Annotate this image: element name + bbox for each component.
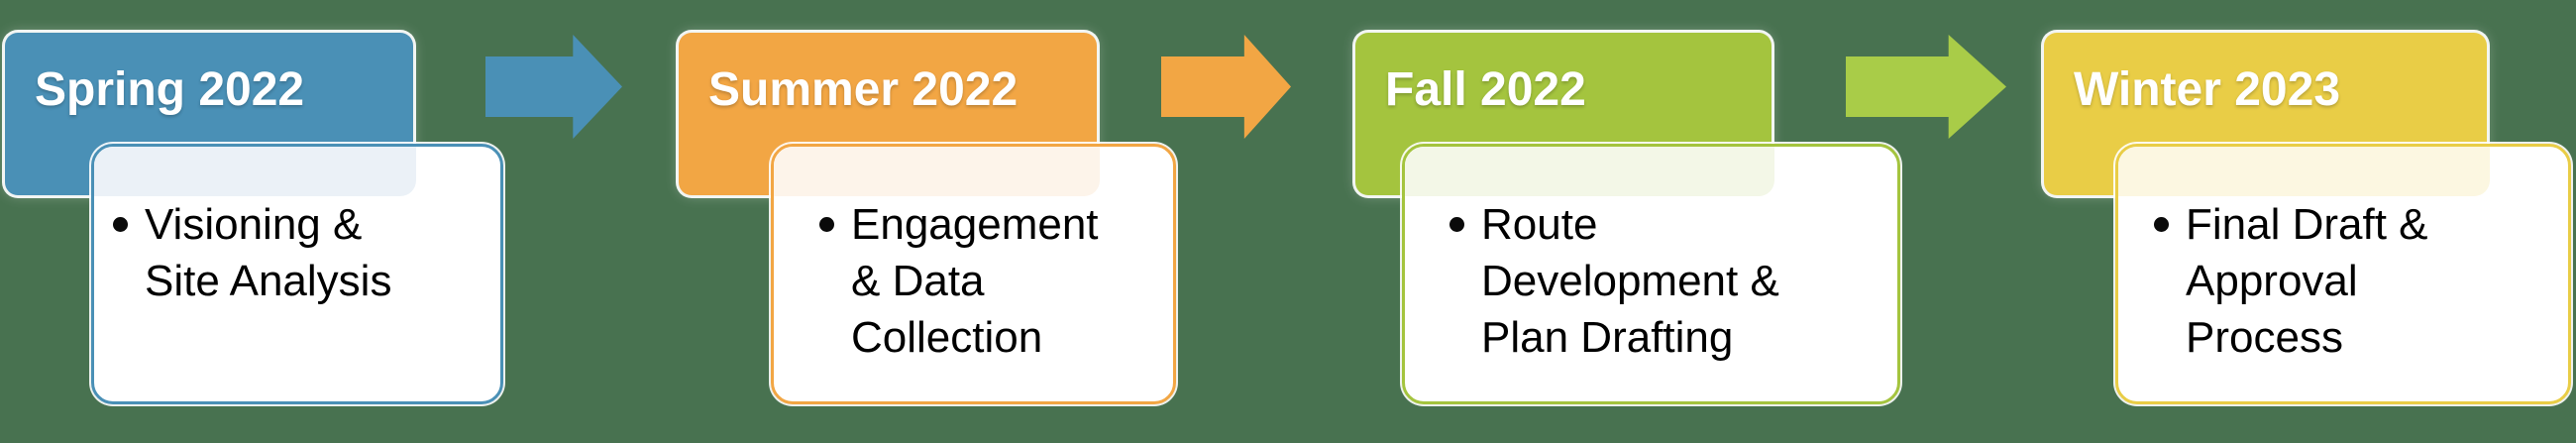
bullet-item: Final Draft & Approval Process	[2118, 147, 2568, 366]
bullet-text-line: Engagement	[851, 200, 1099, 249]
flow-arrow-summer-to-fall	[1161, 35, 1291, 139]
stage-body-fall-2022: Route Development & Plan Drafting	[1402, 144, 1900, 404]
flow-arrow-fall-to-winter	[1846, 35, 2006, 139]
bullet-item: Route Development & Plan Drafting	[1405, 147, 1897, 366]
header-tint-band	[1405, 147, 1774, 196]
bullet-text: Engagement & Data Collection	[851, 196, 1099, 366]
bullet-text-line: Visioning &	[145, 200, 363, 249]
bullet-dot	[113, 217, 128, 232]
stage-title: Summer 2022	[708, 63, 1019, 116]
bullet-text-line: Collection	[851, 313, 1043, 362]
bullet-dot	[1449, 217, 1464, 232]
stage-body-spring-2022: Visioning & Site Analysis	[91, 144, 503, 404]
header-tint-band	[774, 147, 1100, 196]
header-tint-band	[2118, 147, 2490, 196]
bullet-text-line: Approval	[2186, 257, 2358, 305]
bullet-item: Engagement & Data Collection	[774, 147, 1173, 366]
stage-title: Winter 2023	[2074, 63, 2341, 116]
bullet-item: Visioning & Site Analysis	[94, 147, 500, 309]
bullet-text: Final Draft & Approval Process	[2186, 196, 2428, 366]
stage-title: Spring 2022	[35, 63, 305, 116]
bullet-text-line: Process	[2186, 313, 2343, 362]
stage-body-winter-2023: Final Draft & Approval Process	[2115, 144, 2571, 404]
stage-body-summer-2022: Engagement & Data Collection	[771, 144, 1176, 404]
bullet-text-line: Site Analysis	[145, 257, 392, 305]
bullet-dot	[2154, 217, 2169, 232]
bullet-text-line: Plan Drafting	[1481, 313, 1734, 362]
bullet-dot	[819, 217, 834, 232]
header-tint-band	[94, 147, 416, 196]
bullet-text-line: & Data	[851, 257, 985, 305]
flow-arrow-spring-to-summer	[485, 35, 622, 139]
bullet-text-line: Final Draft &	[2186, 200, 2428, 249]
stage-title: Fall 2022	[1385, 63, 1586, 116]
bullet-text-line: Route	[1481, 200, 1598, 249]
bullet-text: Route Development & Plan Drafting	[1481, 196, 1779, 366]
bullet-text: Visioning & Site Analysis	[145, 196, 391, 309]
bullet-text-line: Development &	[1481, 257, 1779, 305]
